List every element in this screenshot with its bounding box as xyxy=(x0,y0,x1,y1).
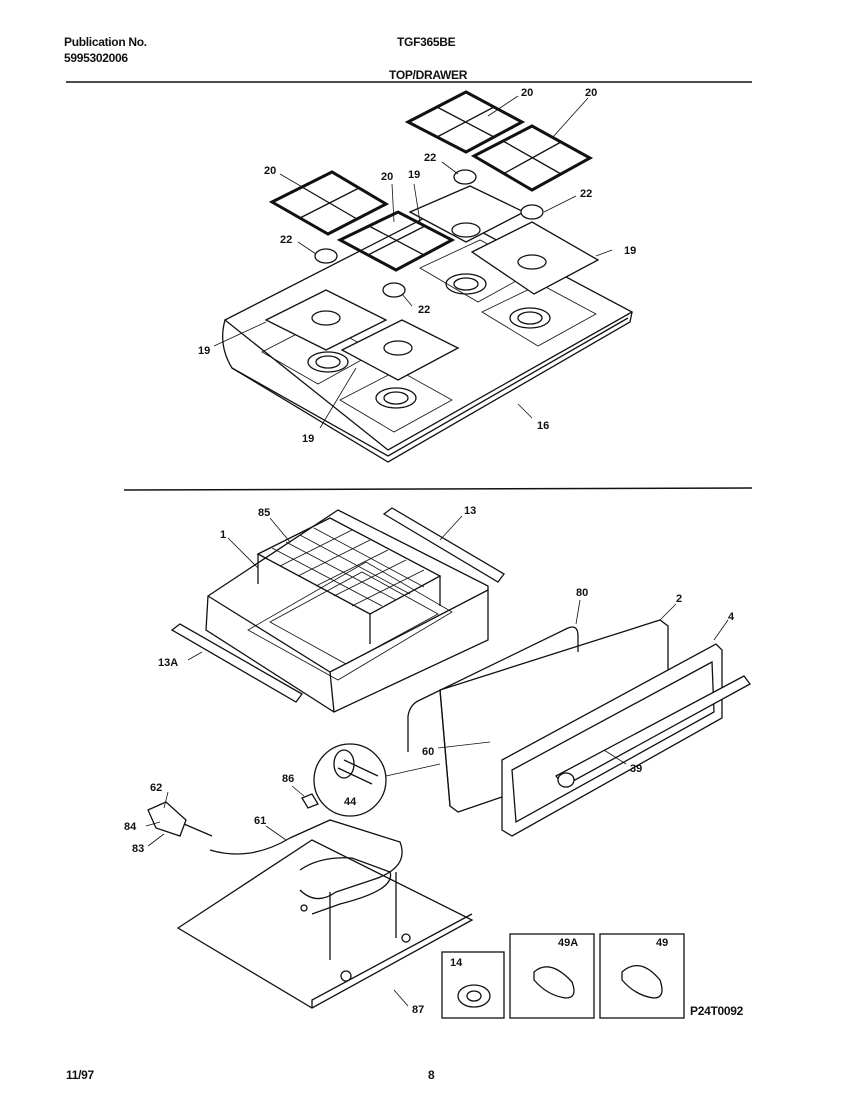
drawer-door-panel xyxy=(501,643,723,837)
callout-20: 20 xyxy=(381,171,393,183)
callout-62: 62 xyxy=(150,782,162,794)
top-leader-lines xyxy=(213,95,613,429)
callout-39: 39 xyxy=(630,763,642,775)
section-divider xyxy=(123,487,753,491)
callout-13a: 13A xyxy=(158,657,178,669)
callout-49a: 49A xyxy=(558,937,578,949)
burner-gasket-set xyxy=(264,185,600,381)
bottom-leader-lines xyxy=(145,515,729,1007)
gas-tube-assembly xyxy=(209,819,403,960)
callout-14: 14 xyxy=(450,957,463,969)
callout-19: 19 xyxy=(198,345,210,357)
callout-16: 16 xyxy=(537,420,549,432)
drawer-slide-left xyxy=(170,623,303,703)
bottom-tray xyxy=(176,839,474,1009)
drawer-slide-right xyxy=(382,507,505,583)
burner-valve-detail xyxy=(313,743,441,817)
callout-13: 13 xyxy=(464,505,476,517)
callout-20: 20 xyxy=(585,87,597,99)
section-title: TOP/DRAWER xyxy=(389,68,468,82)
callout-49: 49 xyxy=(656,937,668,949)
callout-19: 19 xyxy=(624,245,636,257)
grate-pads xyxy=(314,169,544,298)
figure-code: P24T0092 xyxy=(690,1004,743,1018)
burner-clip xyxy=(301,793,319,809)
callout-87: 87 xyxy=(412,1004,424,1016)
drawer-handle xyxy=(555,675,751,788)
callout-61: 61 xyxy=(254,815,266,827)
callout-86: 86 xyxy=(282,773,294,785)
callout-19: 19 xyxy=(302,433,314,445)
callout-22: 22 xyxy=(418,304,430,316)
drawer-wire-frame xyxy=(407,626,579,752)
callout-85: 85 xyxy=(258,507,270,519)
regulator-bracket xyxy=(147,801,213,837)
drawer-body xyxy=(205,509,489,713)
callout-22: 22 xyxy=(280,234,292,246)
callout-1: 1 xyxy=(220,529,226,541)
callout-84: 84 xyxy=(124,821,137,833)
publication-label: Publication No. xyxy=(64,35,147,49)
callout-44: 44 xyxy=(344,796,357,808)
footer-date: 11/97 xyxy=(66,1068,94,1082)
part-box-14 xyxy=(441,951,505,1019)
callout-80: 80 xyxy=(576,587,588,599)
broiler-rack xyxy=(256,517,442,644)
publication-number: 5995302006 xyxy=(64,51,128,65)
callout-83: 83 xyxy=(132,843,144,855)
callout-2: 2 xyxy=(676,593,682,605)
callout-19: 19 xyxy=(408,169,420,181)
callout-20: 20 xyxy=(264,165,276,177)
footer-page: 8 xyxy=(428,1068,435,1082)
part-box-49a xyxy=(509,933,595,1019)
callout-4: 4 xyxy=(728,611,735,623)
part-box-49 xyxy=(599,933,685,1019)
callout-22: 22 xyxy=(580,188,592,200)
model-number: TGF365BE xyxy=(397,35,456,49)
callout-20: 20 xyxy=(521,87,533,99)
callout-22: 22 xyxy=(424,152,436,164)
burner-grates xyxy=(268,90,594,272)
callout-60: 60 xyxy=(422,746,434,758)
